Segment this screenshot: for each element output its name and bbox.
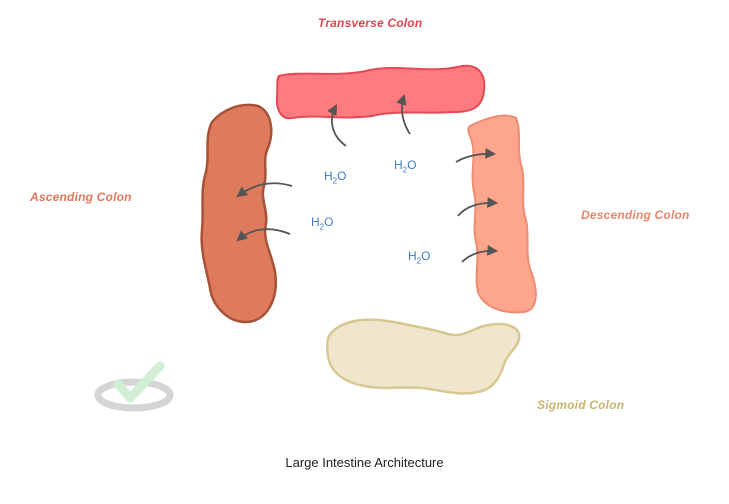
water-label: H2O	[394, 158, 417, 175]
water-label: H2O	[311, 215, 334, 232]
ascending-colon-label: Ascending Colon	[30, 190, 132, 204]
arrow-descending-1	[455, 148, 497, 163]
diagram-caption: Large Intestine Architecture	[285, 455, 444, 470]
arrow-transverse-1	[327, 104, 347, 147]
arrow-transverse-2	[396, 93, 411, 135]
water-label: H2O	[408, 249, 431, 266]
descending-colon-label: Descending Colon	[581, 208, 690, 222]
water-label: H2O	[324, 169, 347, 186]
arrow-descending-2	[457, 197, 499, 217]
check-ring-icon	[94, 361, 174, 412]
arrow-ascending-1	[236, 182, 293, 198]
descending-colon-shape	[467, 114, 537, 314]
transverse-colon-label: Transverse Colon	[318, 16, 423, 30]
arrow-ascending-2	[236, 228, 291, 242]
sigmoid-colon-label: Sigmoid Colon	[537, 398, 625, 412]
ascending-colon-shape	[200, 103, 277, 324]
absorption-arrows	[236, 93, 499, 263]
sigmoid-colon-shape	[325, 318, 521, 395]
transverse-colon-shape	[275, 64, 486, 120]
arrow-descending-3	[461, 245, 499, 263]
